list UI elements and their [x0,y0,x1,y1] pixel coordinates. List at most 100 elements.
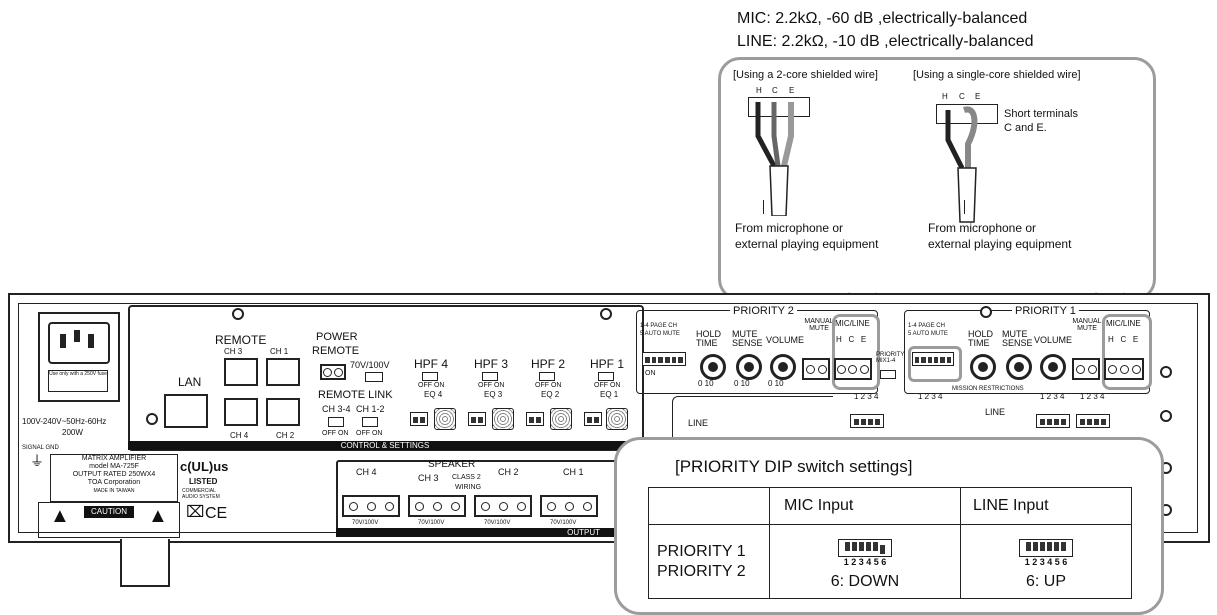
ac-rating-label: 100V-240V~50Hz-60Hz [22,417,107,426]
priority2-on-label: ON [645,370,656,377]
v70-100-label: 70V/100V [350,360,390,370]
arrow-up-icon [763,200,764,214]
speaker-v-label: 70V/100V [418,520,445,526]
hpf3-switch[interactable] [482,372,498,381]
row-header-priority: PRIORITY 1 PRIORITY 2 [648,524,770,599]
label-line: MATRIX AMPLIFIER [81,455,147,462]
short-terminals-note-2: C and E. [1004,122,1047,134]
remote-link-ch34-switch[interactable] [328,417,344,427]
mute-sense-knob[interactable] [736,354,762,380]
screw-hole [600,308,612,320]
volume-knob[interactable] [1040,354,1066,380]
priority2-dip-switch[interactable] [642,352,686,366]
eq4-dip[interactable] [410,412,428,426]
mute-sense-knob[interactable] [1006,354,1032,380]
single-core-title: [Using a single-core shielded wire] [913,69,1081,81]
control-settings-label: CONTROL & SETTINGS [128,441,642,450]
remote-port-ch3[interactable] [224,358,258,386]
manual-mute-label: MANUAL MUTE [1072,318,1102,332]
hpf1-switch[interactable] [598,372,614,381]
mic-spec: MIC: 2.2kΩ, -60 dB ,electrically-balance… [737,10,1028,27]
auto-mute-label: 5 AUTO MUTE [908,331,948,337]
mic-dip-numbers: 1 2 3 4 5 6 [843,556,887,567]
speaker-terminal-ch1[interactable] [540,495,598,517]
hold-time-knob[interactable] [970,354,996,380]
eq1-dip[interactable] [584,412,602,426]
col-header-line: LINE Input [960,487,1132,525]
remote-port-ch4[interactable] [224,398,258,426]
eq3-label: EQ 3 [484,390,503,399]
short-terminals-note: Short terminals [1004,108,1078,120]
weee-icon: ⌧ [186,504,205,521]
volume-knob[interactable] [770,354,796,380]
speaker-v-label: 70V/100V [352,520,379,526]
eq3-rotary[interactable] [492,408,514,430]
row-priority-2: PRIORITY 2 [657,562,746,580]
speaker-terminal-ch2[interactable] [474,495,532,517]
terminal-e-label: E [975,92,981,101]
speaker-ch3-label: CH 3 [418,473,439,483]
eq2-label: EQ 2 [541,390,560,399]
screw-hole [980,306,992,318]
eq2-rotary[interactable] [550,408,572,430]
priority1-dip-switch[interactable] [912,352,954,366]
from-ext-right: external playing equipment [928,237,1072,251]
line-dip[interactable] [850,414,884,428]
speaker-v-label: 70V/100V [550,520,577,526]
hpf3-label: HPF 3 [474,357,509,371]
remote-ch4-label: CH 4 [230,431,249,440]
eq2-dip[interactable] [526,412,544,426]
power-remote-label-2: REMOTE [312,345,360,357]
terminal-c-label: C [772,86,778,95]
mic-line-terminal-2[interactable] [834,358,872,380]
priority2-label: PRIORITY 2 [730,306,797,317]
priority-mix-switch[interactable] [880,370,896,379]
line-dip[interactable] [1076,414,1110,428]
speaker-terminal-ch4[interactable] [342,495,400,517]
remote-port-ch1[interactable] [266,358,300,386]
speaker-ch1-label: CH 1 [563,467,584,477]
chassis-foot [120,539,170,587]
class2-label: CLASS 2 [452,474,481,481]
mic-line-label: MIC/LINE [835,319,870,328]
power-remote-terminal[interactable] [320,364,346,380]
nums-label: 1 2 3 4 [918,392,943,401]
remote-port-ch2[interactable] [266,398,300,426]
hold-time-knob[interactable] [700,354,726,380]
speaker-terminal-ch3[interactable] [408,495,466,517]
eq1-rotary[interactable] [606,408,628,430]
fuse-label: Use only with a 250V fuse [48,370,108,392]
v70-100-switch[interactable] [365,372,383,382]
manual-mute-terminal[interactable] [1072,358,1100,380]
row-priority-1: PRIORITY 1 [657,542,746,560]
label-line: model MA-725F [89,463,139,470]
two-core-terminal-block [748,97,810,117]
ac-pin [74,330,80,342]
hpf2-switch[interactable] [539,372,555,381]
line-fragment-bg [672,396,833,437]
off-on-label: OFF ON [478,382,505,389]
remote-ch3-label: CH 3 [224,347,243,356]
mic-setting-cell: 1 2 3 4 5 6 6: DOWN [769,524,961,599]
line-dip[interactable] [1036,414,1070,428]
remote-link-ch12-switch[interactable] [362,417,378,427]
lan-port[interactable] [164,394,208,428]
eq3-dip[interactable] [468,412,486,426]
hold-time-label: HOLD TIME [968,329,994,348]
eq4-rotary[interactable] [434,408,456,430]
terminal-h-label: H [756,86,762,95]
mic-line-terminal-1[interactable] [1104,358,1144,380]
manual-mute-terminal[interactable] [802,358,830,380]
line-dip-illustration [1019,538,1073,557]
commercial-audio-label: COMMERCIAL AUDIO SYSTEM [182,488,220,500]
hold-time-label: HOLD TIME [696,329,722,348]
ac-inlet-socket [48,322,110,364]
two-core-cable-drawing [755,102,794,216]
control-settings-section [128,305,644,451]
priority1-dip-highlight [908,346,962,382]
hce-label: H C E [836,335,867,344]
ac-pin [88,334,94,348]
hpf4-switch[interactable] [422,372,438,381]
warning-icon: ▲ [148,505,168,527]
lan-label: LAN [178,375,202,389]
